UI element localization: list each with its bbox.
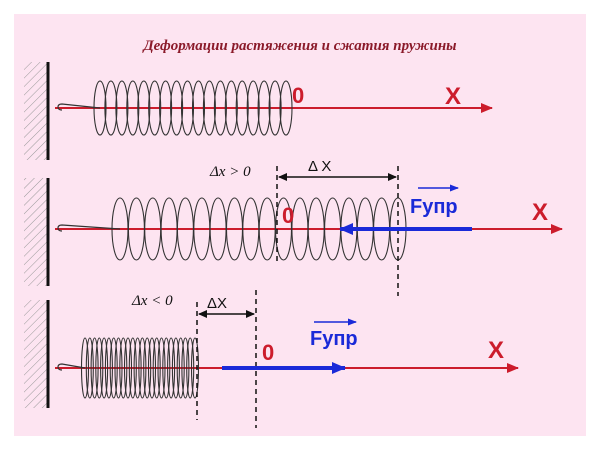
wall-hatching-1 — [24, 62, 48, 160]
spring-coil — [190, 337, 200, 399]
spring-coil — [126, 80, 140, 136]
spring-coil — [213, 80, 227, 136]
spring-coil — [202, 80, 216, 136]
spring-coil — [115, 80, 129, 136]
spring-coil — [159, 80, 173, 136]
force-label-3: Fупр — [310, 328, 358, 350]
condition-label-3: Δx < 0 — [131, 293, 173, 309]
force-label-2: Fупр — [410, 196, 458, 218]
spring-coil — [147, 337, 157, 399]
wall-hatching-2 — [24, 178, 48, 286]
spring-coil — [268, 80, 282, 136]
delta-label-2: Δ X — [308, 158, 331, 175]
spring-compressed — [57, 337, 200, 399]
spring-coil — [119, 337, 128, 399]
spring-coil — [104, 80, 118, 136]
spring-coil — [181, 337, 190, 399]
panel-stretched: Δ X Δx > 0 Fупр 0 X — [24, 158, 563, 296]
axis-label-2: X — [532, 199, 548, 226]
spring-coil — [100, 337, 109, 399]
spring-coil — [170, 80, 184, 136]
slide-background — [14, 14, 586, 436]
spring-hook — [57, 224, 121, 232]
panel-compressed: ΔX Δx < 0 Fупр 0 X — [24, 290, 519, 428]
spring-hook — [57, 363, 86, 371]
spring-coil — [167, 337, 176, 399]
spring-coil — [180, 80, 195, 136]
spring-coil — [186, 337, 195, 399]
panel-rest: 0 X — [24, 62, 493, 160]
spring-coil — [176, 337, 185, 399]
origin-label-3: 0 — [262, 340, 274, 365]
spring-coil — [171, 337, 180, 399]
delta-label-3: ΔX — [207, 295, 227, 312]
spring-coil — [95, 337, 104, 399]
diagram-title: Деформации растяжения и сжатия пружины — [141, 38, 456, 54]
wall-hatching-3 — [24, 300, 48, 408]
axis-label-3: X — [488, 337, 504, 364]
spring-coil — [123, 337, 133, 399]
spring-coil — [104, 337, 113, 399]
spring-coil — [235, 80, 249, 136]
origin-label-2: 0 — [282, 203, 294, 228]
spring-coil — [191, 80, 206, 136]
spring-hook — [57, 103, 101, 111]
condition-label-2: Δx > 0 — [209, 164, 251, 180]
spring-coil — [85, 337, 94, 399]
spring-rest — [57, 80, 293, 136]
spring-coil — [257, 80, 271, 136]
spring-coil — [224, 80, 238, 136]
spring-coil — [279, 80, 293, 136]
spring-coil — [80, 337, 90, 399]
spring-coil — [90, 337, 99, 399]
origin-label-1: 0 — [292, 83, 304, 108]
spring-coil — [114, 337, 123, 399]
spring-coil — [93, 80, 107, 136]
spring-coil — [152, 337, 161, 399]
axis-label-1: X — [445, 83, 461, 110]
spring-coil — [128, 337, 137, 399]
spring-coil — [148, 80, 162, 136]
spring-coil — [133, 337, 142, 399]
spring-coil — [137, 80, 151, 136]
spring-coil — [143, 337, 152, 399]
spring-coil — [246, 80, 260, 136]
spring-coil — [162, 337, 171, 399]
spring-coil — [109, 337, 118, 399]
spring-coil — [157, 337, 166, 399]
spring-coil — [138, 337, 147, 399]
